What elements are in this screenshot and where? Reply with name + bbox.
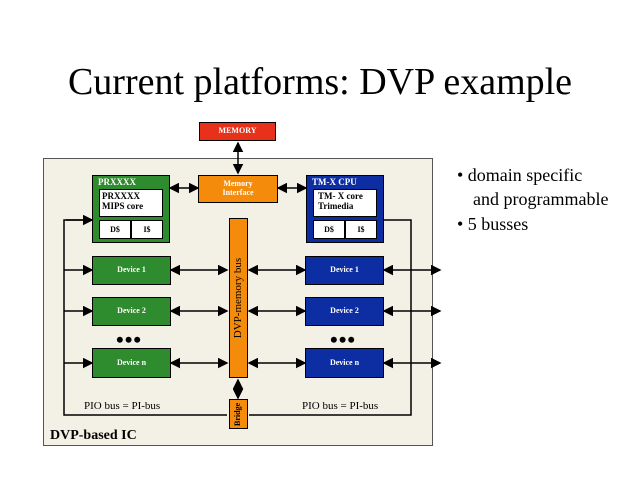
trimedia-core-line1: TM- X core — [318, 191, 363, 201]
mips-core: PRXXXX MIPS core — [99, 189, 163, 217]
bullet-item-continuation: and programmable — [473, 189, 609, 210]
right-device-1: Device 1 — [305, 256, 384, 285]
slide-title: Current platforms: DVP example — [67, 61, 573, 103]
data-cache: D$ — [99, 220, 131, 239]
dvp-memory-bus-label: DVP-memory bus — [232, 257, 245, 339]
left-device-1: Device 1 — [92, 256, 171, 285]
prxxxx-title: PRXXXX — [98, 177, 136, 187]
trimedia-core-line2: Trimedia — [318, 201, 354, 212]
bullet-list: • domain specific and programmable • 5 b… — [457, 163, 608, 236]
right-pio-bus-label: PIO bus = PI-bus — [302, 400, 379, 412]
instruction-cache: I$ — [131, 220, 163, 239]
instruction-cache: I$ — [345, 220, 377, 239]
bullet-item: • 5 busses — [457, 213, 529, 234]
prxxxx-processor: PRXXXX PRXXXX MIPS core D$ I$ — [92, 175, 170, 243]
right-device-n: Device n — [305, 348, 384, 378]
bridge-block: Bridge — [229, 399, 248, 429]
right-ellipsis: ••• — [330, 327, 357, 352]
left-pio-bus-label: PIO bus = PI-bus — [84, 400, 161, 412]
memory-block: MEMORY — [199, 122, 276, 141]
left-device-n: Device n — [92, 348, 171, 378]
left-device-2: Device 2 — [92, 297, 171, 326]
left-ellipsis: ••• — [116, 327, 143, 352]
mips-core-line1: PRXXXX — [102, 191, 140, 201]
bullet-item: • domain specific — [457, 165, 583, 185]
right-device-2: Device 2 — [305, 297, 384, 326]
memory-interface-block: Memory Interface — [198, 175, 278, 203]
trimedia-core: TM- X core Trimedia — [313, 189, 377, 217]
bridge-label: Bridge — [233, 402, 243, 426]
mips-core-line2: MIPS core — [102, 201, 144, 212]
tmx-cpu-processor: TM-X CPU TM- X core Trimedia D$ I$ — [306, 175, 384, 243]
data-cache: D$ — [313, 220, 345, 239]
tmx-cpu-title: TM-X CPU — [312, 177, 357, 187]
dvp-memory-bus: DVP-memory bus — [229, 218, 248, 378]
chip-label: DVP-based IC — [50, 428, 137, 443]
